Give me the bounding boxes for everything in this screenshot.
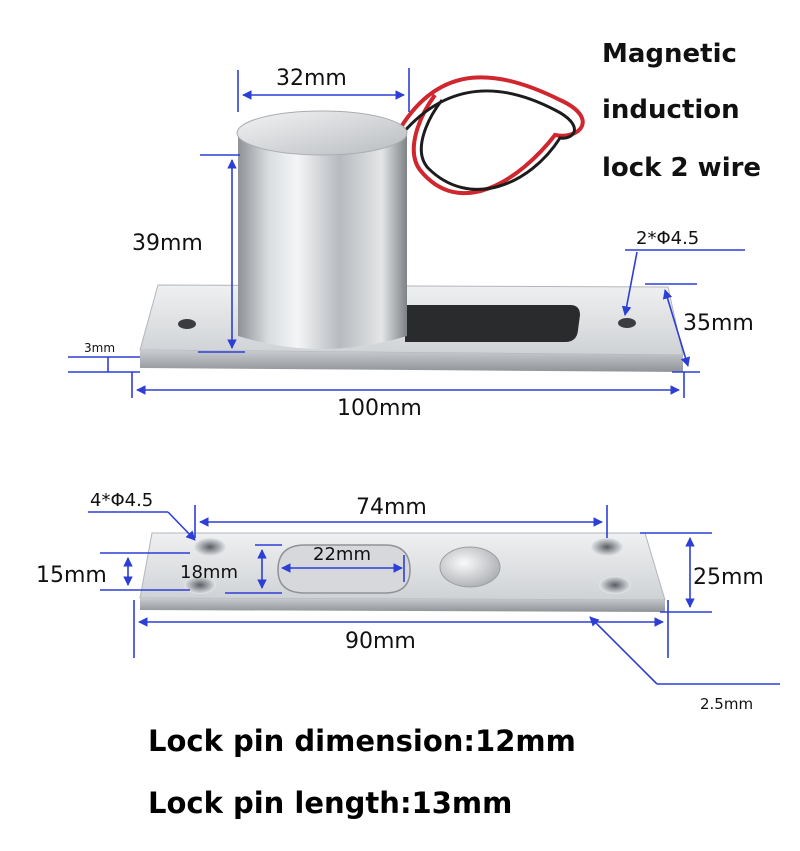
mount-hole-left — [178, 319, 196, 329]
cylinder-body — [238, 135, 407, 349]
dim-plate-width: 35mm — [683, 311, 754, 336]
dim-armature-length: 90mm — [345, 629, 416, 654]
top-dimensions — [68, 68, 745, 398]
footer-pin-length: Lock pin length:13mm — [148, 786, 512, 820]
bottom-dimension-labels: 4*Φ4.5 74mm 22mm 18mm 15mm 25mm 90mm 2.5… — [36, 490, 764, 713]
dim-slot-length: 22mm — [313, 544, 371, 565]
top-lock-assembly — [139, 75, 684, 372]
armature-pad — [405, 305, 580, 342]
footer-notes: Lock pin dimension:12mm Lock pin length:… — [148, 724, 576, 820]
bottom-dimensions — [88, 505, 780, 685]
dim-plate-length: 100mm — [337, 396, 422, 421]
dim-armature-thickness: 2.5mm — [700, 695, 753, 713]
mount-hole-right — [618, 318, 636, 328]
top-plate-edge — [140, 350, 683, 372]
title-line-3: lock 2 wire — [602, 153, 761, 183]
dim-mount-holes: 2*Φ4.5 — [636, 228, 699, 249]
dim-slot-width: 18mm — [180, 562, 238, 583]
csk-hole-bottom-left — [184, 576, 216, 594]
dim-cylinder-diameter: 32mm — [276, 66, 347, 91]
wire-red — [396, 75, 585, 196]
title-block: Magnetic induction lock 2 wire — [602, 39, 761, 183]
dim-csk-holes: 4*Φ4.5 — [90, 490, 153, 511]
dim-armature-width: 25mm — [693, 565, 764, 590]
title-line-1: Magnetic — [602, 39, 737, 69]
dim-slot-offset: 15mm — [36, 563, 107, 588]
csk-hole-top-right — [591, 538, 623, 556]
cylinder-cap — [236, 110, 408, 156]
title-line-2: induction — [602, 95, 740, 125]
dim-hole-spacing: 74mm — [356, 495, 427, 520]
csk-hole-bottom-right — [599, 576, 631, 594]
footer-pin-dimension: Lock pin dimension:12mm — [148, 724, 576, 758]
wire-black — [400, 89, 576, 191]
dim-cylinder-height: 39mm — [132, 231, 203, 256]
top-dimension-labels: 32mm 39mm 2*Φ4.5 35mm 3mm 100mm — [84, 66, 754, 421]
armature-plate-edge — [140, 598, 665, 612]
lock-pin — [439, 546, 501, 588]
dim-plate-thickness: 3mm — [84, 341, 115, 355]
csk-hole-top-left — [194, 538, 226, 556]
